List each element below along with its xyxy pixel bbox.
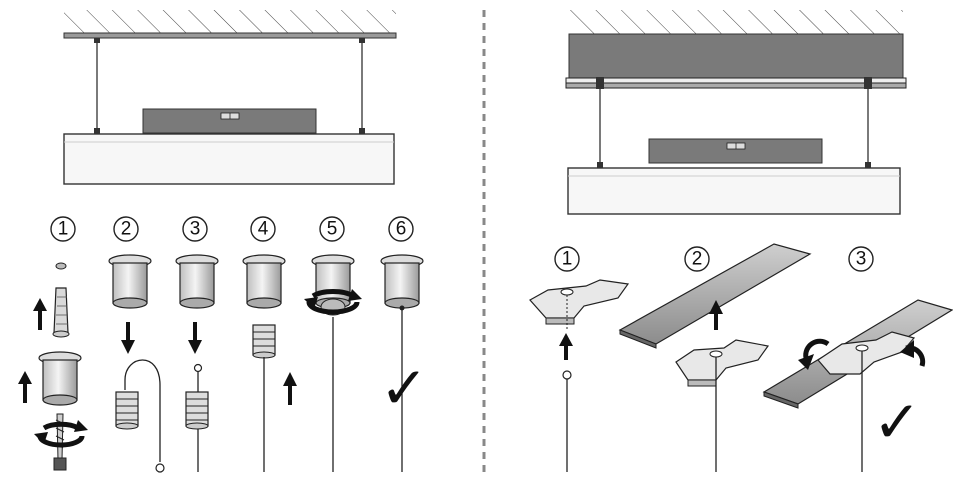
threaded-insert-icon	[252, 324, 276, 359]
clip-icon	[529, 279, 630, 325]
step-number-2: 2	[684, 246, 710, 272]
spirit-level-icon	[142, 108, 317, 134]
fitting-icon	[311, 254, 355, 316]
wire-icon	[124, 359, 161, 462]
luminaire-anchors	[597, 162, 871, 168]
step-label: 3	[856, 249, 867, 270]
fitting-icon	[380, 254, 424, 311]
right-step-3-illustration: ✓	[762, 299, 953, 472]
step-label: 1	[562, 249, 573, 270]
ceiling-icon	[568, 10, 904, 79]
arrow-up-icon	[559, 333, 573, 360]
profile-rail-icon	[565, 77, 907, 89]
wall-plug-icon	[52, 287, 70, 338]
right-step-2-illustration	[618, 243, 812, 472]
arrow-up-icon	[283, 372, 297, 405]
drill-hole-icon	[55, 262, 67, 270]
step-number-4: 4	[250, 216, 276, 242]
step-label: 2	[692, 249, 703, 270]
luminaire-icon	[567, 167, 901, 215]
clip-icon	[817, 331, 916, 375]
step-label: 5	[327, 219, 338, 240]
right-step-1-illustration	[529, 279, 630, 472]
suspension-wires	[599, 89, 869, 166]
step-label: 4	[258, 219, 269, 240]
step-number-3: 3	[182, 216, 208, 242]
step-label: 3	[190, 219, 201, 240]
step-5-illustration	[304, 254, 362, 472]
step-3-illustration	[175, 254, 219, 472]
arrow-up-icon	[33, 298, 47, 330]
step-number-1: 1	[554, 246, 580, 272]
step-2-illustration	[108, 254, 165, 473]
check-icon: ✓	[380, 354, 429, 422]
arrow-up-icon	[709, 300, 723, 330]
fitting-icon	[38, 351, 82, 406]
right-panel: 1 2 3	[529, 10, 953, 472]
step-number-2: 2	[113, 216, 139, 242]
arrow-down-icon	[121, 322, 135, 354]
suspension-wires	[96, 38, 363, 132]
fitting-icon	[108, 254, 152, 309]
step-1-illustration	[18, 262, 88, 471]
threaded-insert-icon	[185, 391, 209, 430]
check-icon: ✓	[873, 388, 922, 456]
fitting-icon	[175, 254, 219, 309]
fitting-icon	[242, 254, 286, 309]
left-panel: 1 2 3 4 5 6	[18, 10, 429, 473]
spirit-level-icon	[648, 138, 823, 164]
ceiling-anchors	[94, 38, 365, 134]
step-number-1: 1	[50, 216, 76, 242]
step-number-6: 6	[388, 216, 414, 242]
step-number-5: 5	[319, 216, 345, 242]
step-number-3: 3	[848, 246, 874, 272]
step-6-illustration: ✓	[380, 254, 429, 472]
step-label: 6	[396, 219, 407, 240]
arrow-up-icon	[18, 371, 32, 403]
clip-icon	[675, 339, 770, 387]
threaded-insert-icon	[115, 391, 139, 430]
step-4-illustration	[242, 254, 297, 472]
arrow-down-icon	[188, 322, 202, 354]
step-label: 1	[58, 219, 69, 240]
ceiling-icon	[63, 10, 397, 39]
step-label: 2	[121, 219, 132, 240]
luminaire-icon	[63, 133, 395, 185]
